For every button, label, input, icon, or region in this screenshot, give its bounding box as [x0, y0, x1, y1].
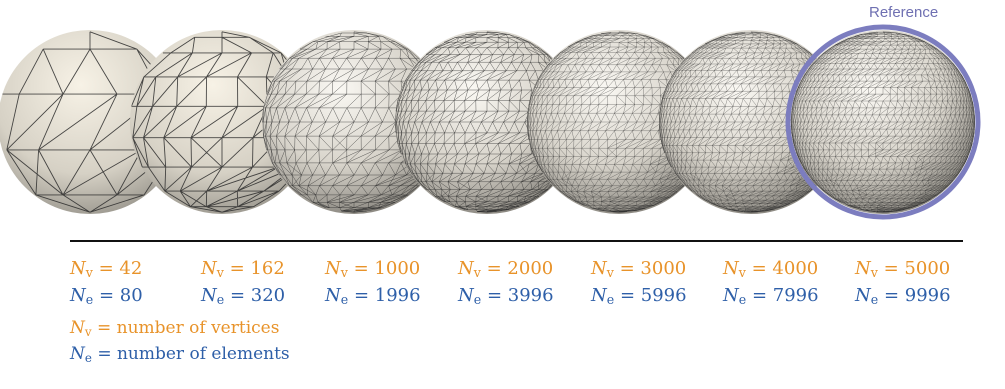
legend-elements-text: = number of elements — [97, 344, 290, 364]
ne-caption-5: Ne = 5996 — [591, 285, 687, 307]
nv-value: = 2000 — [486, 258, 554, 279]
ne-value: = 7996 — [751, 285, 819, 306]
nv-subscript: v — [340, 265, 348, 281]
nv-value: = 3000 — [619, 258, 687, 279]
nv-subscript: v — [85, 265, 93, 281]
ne-subscript: e — [85, 292, 94, 308]
legend-elements-sub: e — [84, 350, 92, 365]
ne-subscript: e — [606, 292, 615, 308]
sphere-7 — [791, 30, 975, 214]
ne-symbol: N — [723, 285, 739, 306]
nv-subscript: v — [606, 265, 614, 281]
ne-subscript: e — [216, 292, 225, 308]
ne-caption-6: Ne = 7996 — [723, 285, 819, 307]
nv-caption-3: Nv = 1000 — [325, 258, 420, 280]
ne-symbol: N — [855, 285, 871, 306]
reference-label: Reference — [869, 4, 939, 21]
ne-value: = 3996 — [486, 285, 554, 306]
sphere-1 — [0, 30, 182, 214]
legend-elements: Ne = number of elements — [70, 344, 290, 365]
sphere-mesh-sequence — [0, 24, 981, 220]
ne-symbol: N — [70, 285, 86, 306]
ne-symbol: N — [591, 285, 607, 306]
ne-value: = 5996 — [619, 285, 687, 306]
nv-symbol: N — [723, 258, 739, 279]
ne-symbol: N — [325, 285, 341, 306]
nv-caption-6: Nv = 4000 — [723, 258, 818, 280]
nv-caption-7: Nv = 5000 — [855, 258, 950, 280]
ne-subscript: e — [738, 292, 747, 308]
nv-value: = 162 — [229, 258, 285, 279]
nv-subscript: v — [473, 265, 481, 281]
ne-caption-7: Ne = 9996 — [855, 285, 951, 307]
ne-caption-3: Ne = 1996 — [325, 285, 421, 307]
nv-symbol: N — [70, 258, 86, 279]
nv-symbol: N — [855, 258, 871, 279]
nv-subscript: v — [216, 265, 224, 281]
nv-value: = 42 — [98, 258, 143, 279]
nv-value: = 1000 — [353, 258, 421, 279]
ne-caption-4: Ne = 3996 — [458, 285, 554, 307]
ne-subscript: e — [473, 292, 482, 308]
ne-symbol: N — [201, 285, 217, 306]
sphere-2 — [130, 30, 314, 214]
nv-caption-4: Nv = 2000 — [458, 258, 553, 280]
nv-value: = 5000 — [883, 258, 951, 279]
legend-vertices-text: = number of vertices — [97, 318, 280, 338]
nv-caption-2: Nv = 162 — [201, 258, 285, 280]
nv-symbol: N — [591, 258, 607, 279]
ne-value: = 9996 — [883, 285, 951, 306]
nv-caption-5: Nv = 3000 — [591, 258, 686, 280]
ne-value: = 1996 — [353, 285, 421, 306]
ne-caption-1: Ne = 80 — [70, 285, 143, 307]
ne-value: = 320 — [229, 285, 286, 306]
separator-line — [70, 240, 963, 242]
nv-symbol: N — [201, 258, 217, 279]
nv-subscript: v — [870, 265, 878, 281]
legend-vertices-sub: v — [84, 324, 92, 339]
legend-vertices: Nv = number of vertices — [70, 318, 279, 339]
ne-symbol: N — [458, 285, 474, 306]
nv-value: = 4000 — [751, 258, 819, 279]
nv-caption-1: Nv = 42 — [70, 258, 142, 280]
reference-ring — [785, 24, 981, 220]
ne-value: = 80 — [98, 285, 143, 306]
nv-symbol: N — [458, 258, 474, 279]
nv-symbol: N — [325, 258, 341, 279]
legend-elements-symbol: N — [70, 344, 85, 364]
ne-caption-2: Ne = 320 — [201, 285, 285, 307]
nv-subscript: v — [738, 265, 746, 281]
ne-subscript: e — [340, 292, 349, 308]
ne-subscript: e — [870, 292, 879, 308]
legend-vertices-symbol: N — [70, 318, 85, 338]
